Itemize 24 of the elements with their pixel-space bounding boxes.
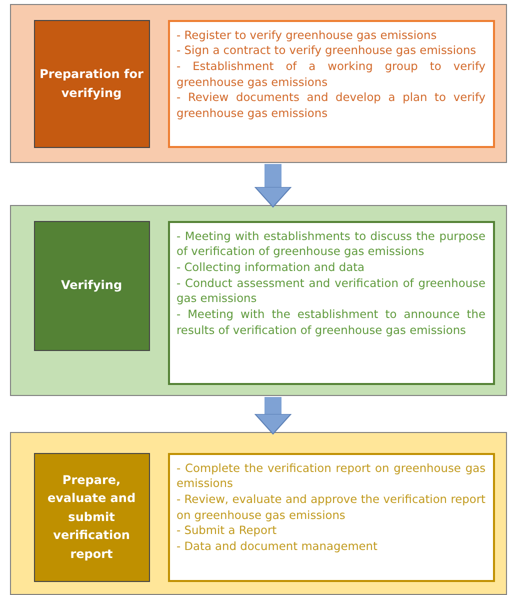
task-item: - Meeting with the establishment to announce the results of verification of greenhouse gas emissions [176,307,486,339]
task-list-box [168,220,494,384]
task-item: - Data and document management [176,539,378,555]
task-item: - Conduct assessment and verification of greenhouse gas emissions [176,276,486,308]
task-item: - Review, evaluate and approve the verification report on greenhouse gas emissions [176,492,486,524]
stage-title: Verifying [60,277,122,294]
task-item: - Register to verify greenhouse gas emissions [176,28,438,44]
task-item: - Submit a Report [176,523,278,540]
stage-title-box [34,452,150,582]
stage-panel [10,4,507,163]
stage-title: Preparation for verifying [38,66,144,102]
stage-title: Prepare, evaluate and submit verification report [46,472,137,563]
task-item: - Establishment of a working group to verify greenhouse gas emissions [176,58,486,90]
task-item: - Review documents and develop a plan to verify greenhouse gas emissions [176,90,486,122]
task-item: - Collecting information and data [176,260,366,276]
stage-panel [10,205,507,396]
task-item: - Meeting with establishments to discuss the purpose of verification of greenhouse gas emissions [176,228,486,260]
task-item: - Sign a contract to verify greenhouse gas emissions [176,43,478,59]
task-item: - Complete the verification report on greenhouse gas emissions [176,460,486,492]
stage-title-box [34,20,150,148]
stage-panel [10,432,507,595]
stage-title-box [34,220,150,350]
task-list-box [168,452,494,582]
task-list-box [168,20,494,148]
